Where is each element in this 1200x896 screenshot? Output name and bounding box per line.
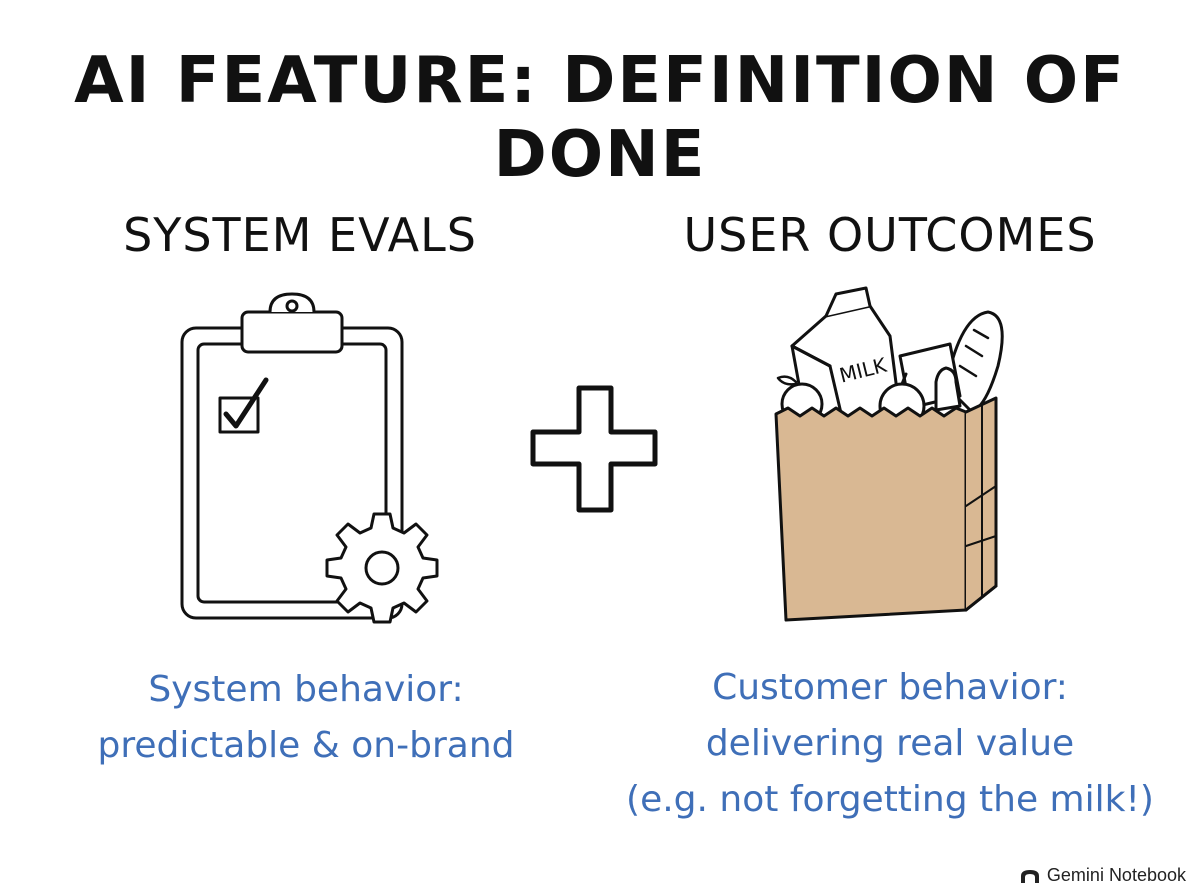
grocery-bag-icon: MILK [774, 286, 1004, 622]
user-outcomes-heading: USER OUTCOMES [683, 208, 1097, 262]
caption-line: delivering real value [705, 723, 1075, 764]
page-title: AI FEATURE: DEFINITION OF DONE [74, 44, 1126, 192]
system-evals-caption: System behavior: predictable & on-brand [26, 662, 586, 774]
caption-line: Customer behavior: [712, 667, 1068, 708]
gear-icon [325, 512, 439, 624]
caption-line: predictable & on-brand [97, 725, 515, 766]
system-evals-heading: SYSTEM EVALS [123, 208, 477, 262]
caption-line: System behavior: [148, 669, 464, 710]
watermark: Gemini Notebook [1019, 865, 1186, 886]
clipboard-icon [180, 292, 439, 624]
gemini-logo-icon [1020, 869, 1039, 883]
caption-line: (e.g. not forgetting the milk!) [626, 779, 1154, 820]
user-outcomes-caption: Customer behavior: delivering real value… [610, 660, 1170, 828]
plus-icon [530, 385, 658, 513]
watermark-text: Gemini Notebook [1046, 865, 1186, 885]
checkbox-icon [218, 377, 269, 434]
